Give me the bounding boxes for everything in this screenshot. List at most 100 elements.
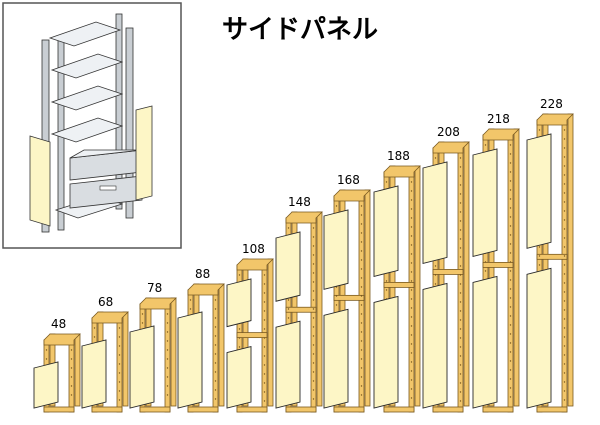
- frame-hole: [263, 382, 266, 384]
- frame-hole: [509, 333, 512, 335]
- frame-hole: [509, 234, 512, 236]
- frame-hole: [263, 373, 266, 375]
- frame-hole: [312, 236, 315, 238]
- frame-hole: [166, 331, 169, 333]
- side-panel: [81, 339, 107, 409]
- frame-hole: [360, 349, 363, 351]
- frame-hole: [509, 306, 512, 308]
- frame-hole: [214, 344, 217, 346]
- side-panel-size-group: 168: [323, 173, 371, 413]
- frame-hole: [410, 388, 413, 390]
- side-panel: [422, 161, 448, 265]
- frame-hole: [563, 390, 566, 392]
- frame-hole: [459, 247, 462, 249]
- frame-rail: [236, 332, 268, 339]
- frame-hole: [563, 354, 566, 356]
- frame-hole: [45, 349, 48, 351]
- frame-hole: [459, 391, 462, 393]
- frame-hole: [410, 307, 413, 309]
- frame-hole: [189, 308, 192, 310]
- frame-hole: [238, 274, 241, 276]
- frame-hole: [312, 272, 315, 274]
- frame-hole: [459, 382, 462, 384]
- frame-hole: [509, 297, 512, 299]
- frame-hole: [459, 319, 462, 321]
- frame-hole: [563, 156, 566, 158]
- frame-hole: [563, 273, 566, 275]
- frame-hole: [45, 358, 48, 360]
- frame-hole: [509, 171, 512, 173]
- frame-hole: [360, 331, 363, 333]
- frame-hole: [360, 367, 363, 369]
- frame-post: [310, 217, 317, 413]
- side-panel: [129, 325, 155, 409]
- frame-hole: [563, 282, 566, 284]
- frame-hole: [410, 280, 413, 282]
- frame-hole: [166, 340, 169, 342]
- frame-hole: [410, 343, 413, 345]
- frame-hole: [360, 205, 363, 207]
- side-panel: [422, 282, 448, 409]
- frame-hole: [459, 400, 462, 402]
- frame-hole: [360, 259, 363, 261]
- frame-hole: [538, 255, 541, 257]
- frame-hole: [70, 376, 73, 378]
- frame-post: [164, 303, 171, 413]
- frame-hole: [118, 363, 121, 365]
- frame-hole: [509, 162, 512, 164]
- frame-hole: [410, 226, 413, 228]
- frame-hole: [410, 325, 413, 327]
- side-panel: [33, 361, 59, 409]
- frame-post: [116, 317, 123, 413]
- frame-hole: [410, 253, 413, 255]
- frame-hole: [360, 358, 363, 360]
- frame-hole: [459, 193, 462, 195]
- side-panel: [323, 209, 349, 290]
- side-panel-size-group: 148: [275, 195, 323, 413]
- frame-hole: [287, 317, 290, 319]
- frame-hole: [287, 299, 290, 301]
- frame-rail: [333, 189, 371, 202]
- size-label: 168: [337, 173, 360, 187]
- frame-hole: [563, 255, 566, 257]
- frame-hole: [312, 326, 315, 328]
- frame-hole: [263, 283, 266, 285]
- frame-hole: [93, 336, 96, 338]
- frame-hole: [312, 290, 315, 292]
- frame-hole: [459, 337, 462, 339]
- frame-hole: [410, 181, 413, 183]
- frame-rail: [383, 165, 421, 178]
- frame-hole: [118, 390, 121, 392]
- frame-rail: [333, 294, 365, 301]
- frame-hole: [360, 214, 363, 216]
- frame-hole: [166, 385, 169, 387]
- frame-hole: [459, 274, 462, 276]
- frame-hole: [509, 324, 512, 326]
- frame-hole: [263, 310, 266, 312]
- frame-hole: [563, 291, 566, 293]
- frame-hole: [563, 183, 566, 185]
- frame-hole: [509, 261, 512, 263]
- frame-hole: [459, 175, 462, 177]
- frame-hole: [360, 376, 363, 378]
- frame-rail: [482, 406, 514, 413]
- frame-hole: [410, 190, 413, 192]
- frame-hole: [118, 336, 121, 338]
- frame-rail: [285, 406, 317, 413]
- frame-rail: [285, 211, 323, 224]
- frame-hole: [166, 313, 169, 315]
- side-panel-size-group: 228: [526, 97, 574, 413]
- frame-hole: [410, 379, 413, 381]
- frame-hole: [459, 166, 462, 168]
- frame-hole: [214, 380, 217, 382]
- frame-hole: [360, 241, 363, 243]
- frame-hole: [563, 219, 566, 221]
- frame-hole: [214, 326, 217, 328]
- frame-hole: [385, 181, 388, 183]
- side-panel: [275, 320, 301, 409]
- size-label: 88: [195, 267, 210, 281]
- frame-hole: [166, 358, 169, 360]
- frame-hole: [410, 370, 413, 372]
- frame-hole: [538, 129, 541, 131]
- frame-rail: [91, 406, 123, 413]
